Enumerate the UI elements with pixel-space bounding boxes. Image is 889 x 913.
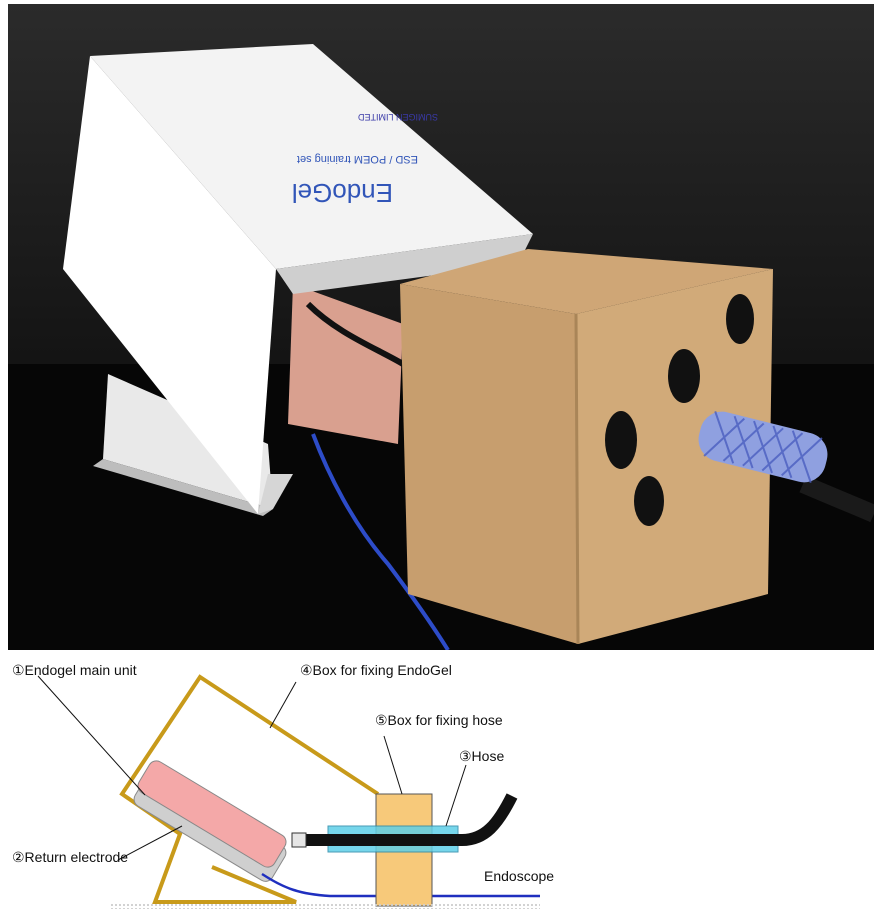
box-lid-top (90, 44, 533, 269)
leader-box-endogel (269, 681, 297, 729)
stand-bottom-edge (93, 459, 273, 516)
leader-endoscope (469, 825, 495, 845)
cube-hole-3 (605, 411, 637, 469)
cube-edge (574, 313, 580, 645)
box-lid-corner (258, 474, 293, 514)
box-lid-front (63, 56, 276, 514)
leader-return-electrode (117, 825, 183, 861)
box-lid-edge (276, 234, 533, 294)
endoscope-tip (291, 832, 307, 848)
schematic-drawing (37, 674, 540, 907)
box-subtitle-text: ESD / POEM training set (297, 153, 418, 165)
box-brand-text: EndoGel (292, 178, 393, 208)
photo-illustration: EndoGel ESD / POEM training set SUMIGEN … (8, 44, 874, 650)
endogel-box-frame (119, 674, 380, 904)
blue-cable (311, 433, 450, 650)
box-print: EndoGel ESD / POEM training set SUMIGEN … (292, 112, 438, 208)
photo-mesh-pattern (703, 411, 823, 483)
label-endoscope: Endoscope (484, 868, 555, 884)
leader-box-hose (383, 735, 403, 795)
dotted-base (110, 903, 540, 909)
cube-hole-2 (668, 349, 700, 403)
box-maker-text: SUMIGEN LIMITED (357, 112, 438, 122)
label-box-endogel: ④Box for fixing EndoGel (300, 662, 452, 678)
label-box-hose: ⑤Box for fixing hose (375, 712, 503, 728)
gel-inside (288, 284, 403, 444)
leader-hose (445, 764, 467, 827)
leader-main-unit (37, 675, 146, 796)
schematic-diagram: ①Endogel main unit ④Box for fixing EndoG… (0, 654, 580, 913)
cube-top (400, 249, 773, 314)
cube-hole-4 (634, 476, 664, 526)
product-photo: EndoGel ESD / POEM training set SUMIGEN … (8, 4, 874, 650)
cube-hole-1 (726, 294, 754, 344)
cube-front-face (576, 269, 773, 644)
diagram-cable (261, 872, 540, 898)
label-hose: ③Hose (459, 748, 505, 764)
cube-left-face (400, 284, 578, 644)
label-return-electrode: ②Return electrode (12, 849, 129, 865)
cable-inside (305, 301, 405, 367)
gel-unit-shape (137, 760, 287, 868)
photo-endoscope (799, 475, 874, 523)
label-main-unit: ①Endogel main unit (12, 662, 137, 678)
